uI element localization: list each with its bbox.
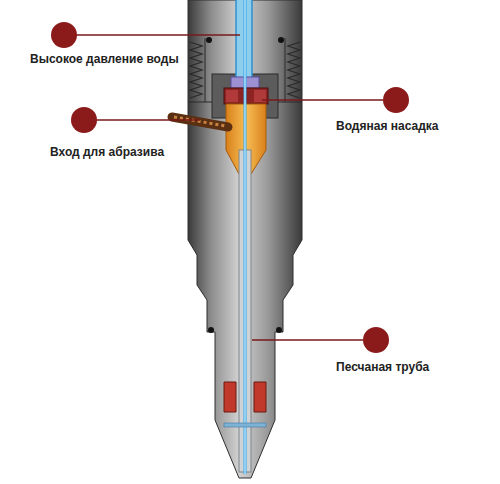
abrasive-grains — [174, 117, 226, 126]
part-label: Песчаная труба — [336, 360, 429, 374]
leader-lines — [76, 35, 383, 340]
leader-line — [262, 99, 383, 101]
thread-edge — [285, 38, 286, 102]
thread-right — [288, 42, 300, 98]
leader-markers — [51, 22, 409, 353]
seal — [254, 382, 266, 412]
leader-line — [252, 339, 363, 341]
washer — [224, 423, 266, 427]
part-label: Вход для абразива — [50, 145, 164, 159]
seal — [224, 382, 236, 412]
o-ring — [208, 327, 214, 333]
leader-marker — [383, 87, 409, 113]
nozzle-holder — [226, 90, 238, 102]
leader-marker — [363, 327, 389, 353]
o-ring — [206, 37, 212, 43]
housing-body — [188, 0, 302, 478]
part-label: Водяная насадка — [336, 119, 438, 133]
o-ring — [278, 37, 284, 43]
thread-left — [190, 42, 202, 98]
leader-marker — [71, 107, 97, 133]
part-label: Высокое давление воды — [30, 52, 179, 66]
water-jet — [244, 0, 247, 474]
abrasive-tube — [172, 117, 228, 127]
thread-edge — [205, 38, 206, 102]
water-jet-core — [245, 0, 246, 474]
leader-line — [96, 119, 200, 121]
leader-line — [76, 34, 240, 36]
water-channel-edge — [251, 0, 253, 80]
leader-marker — [51, 22, 77, 48]
o-ring — [276, 327, 282, 333]
water-channel-edge — [235, 0, 237, 80]
